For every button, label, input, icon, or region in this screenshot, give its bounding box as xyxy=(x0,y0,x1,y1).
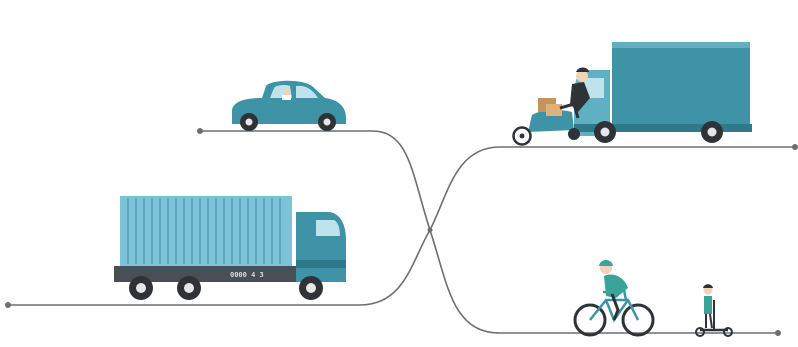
motorbike-rider-icon xyxy=(514,68,591,145)
road-dot-lower-right xyxy=(775,330,781,336)
road-dot-upper-left xyxy=(197,128,203,134)
bicycle-rider-icon xyxy=(575,260,653,335)
box-truck-icon xyxy=(574,42,752,143)
road-crossing-dot xyxy=(428,228,433,233)
road-dot-upper-right xyxy=(792,144,798,150)
container-truck-icon: 0000 4 3 xyxy=(114,196,346,300)
road-dot-lower-left xyxy=(5,302,11,308)
car-icon xyxy=(232,81,346,131)
truck-plate: 0000 4 3 xyxy=(230,271,264,279)
kick-scooter-rider-icon xyxy=(696,284,732,336)
